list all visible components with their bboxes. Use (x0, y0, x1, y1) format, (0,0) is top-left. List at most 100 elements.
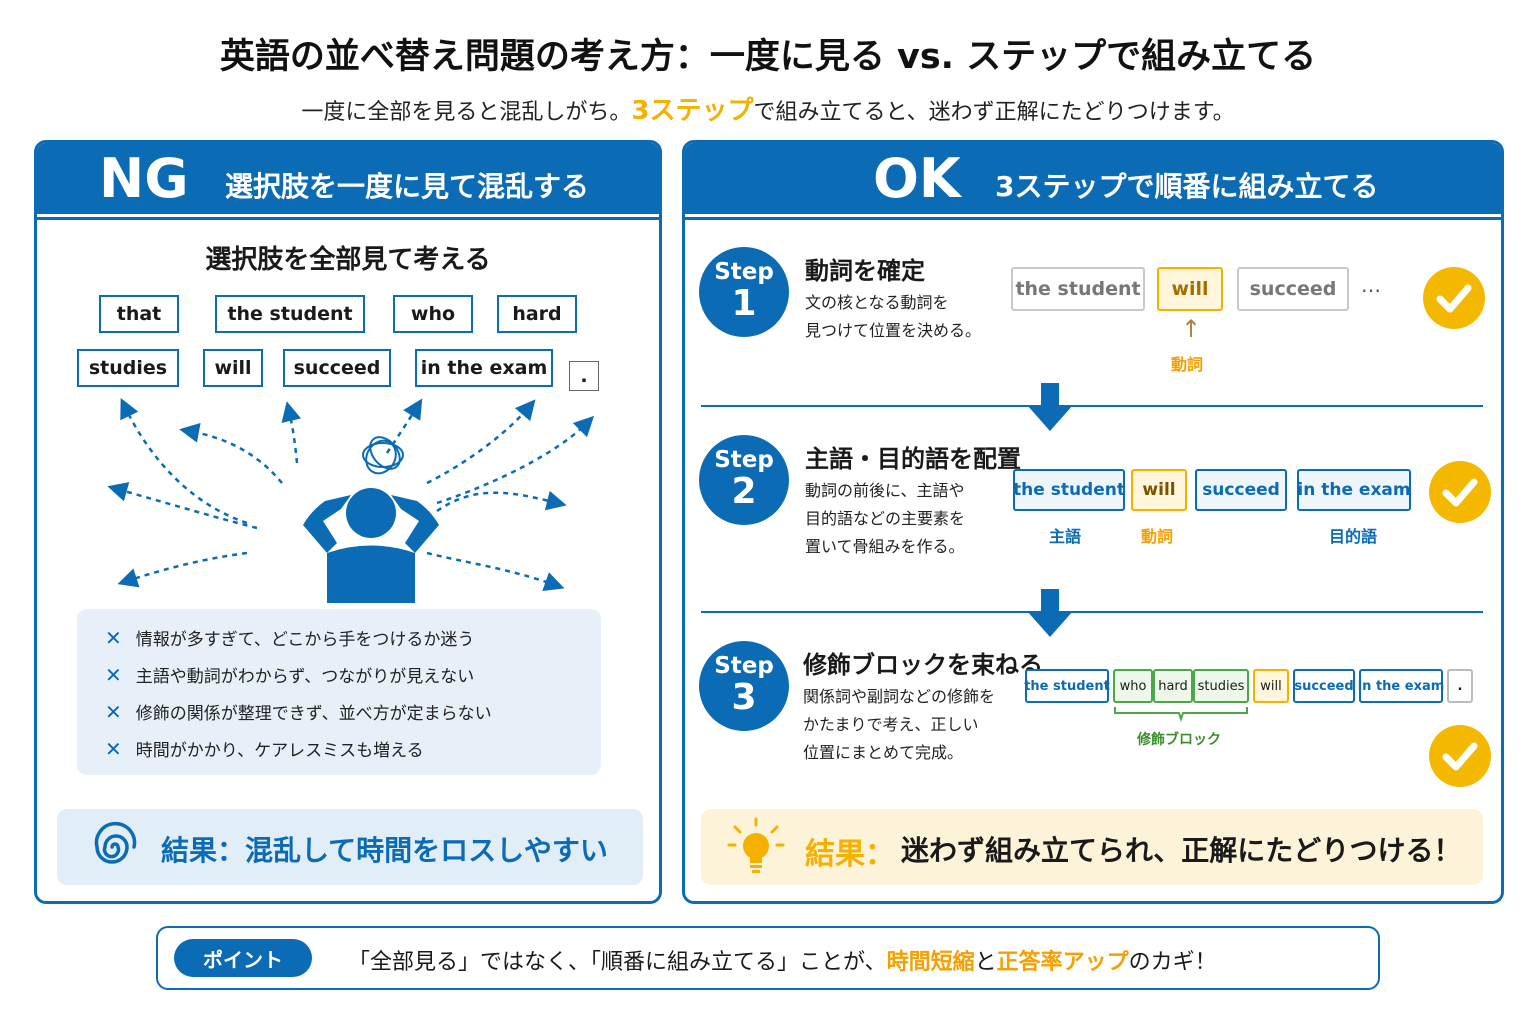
ng-panel: NG 選択肢を一度に見て混乱する 選択肢を全部見て考える that the st… (34, 140, 662, 904)
point-banner: ポイント 「全部見る」ではなく、「順番に組み立てる」ことが、時間短縮と正答率アッ… (156, 926, 1380, 990)
ng-badge: NG (99, 147, 189, 210)
cross-icon: ✕ (105, 700, 122, 724)
point-pill: ポイント (174, 939, 312, 977)
ng-panel-header: NG 選択肢を一度に見て混乱する (37, 143, 659, 217)
ok-result-label: 結果： (805, 837, 895, 872)
step-2-badge: Step 2 (699, 435, 789, 525)
choice-chip: succeed (283, 349, 391, 387)
desc-line: 置いて骨組みを作る。 (805, 537, 965, 556)
step-3-title: 修飾ブロックを束ねる (803, 651, 1043, 679)
check-icon (1423, 267, 1485, 329)
choice-chip: . (569, 361, 599, 391)
modifier-word-card: who (1113, 669, 1153, 703)
subtitle-after: で組み立てると、迷わず正解にたどりつけます。 (753, 100, 1235, 125)
arrow-up-icon: ↑ (1181, 315, 1202, 343)
page-title: 英語の並べ替え問題の考え方：一度に見る vs. ステップで組み立てる (219, 37, 1317, 77)
ng-subheading: 選択肢を全部見て考える (205, 245, 491, 275)
step-1-desc: 文の核となる動詞を 見つけて位置を決める。 (805, 289, 981, 345)
problem-text: 情報が多すぎて、どこから手をつけるか迷う (135, 630, 475, 650)
down-arrow-icon (1027, 589, 1073, 637)
cross-icon: ✕ (105, 626, 122, 650)
subtitle-before: 一度に全部を見ると混乱しがち。 (301, 100, 632, 125)
word-card-subject: the student (1013, 469, 1125, 511)
page-subtitle: 一度に全部を見ると混乱しがち。3ステップで組み立てると、迷わず正解にたどりつけま… (0, 90, 1536, 127)
verb-annotation: 動詞 (1171, 355, 1204, 374)
ok-panel: OK 3ステップで順番に組み立てる Step 1 動詞を確定 文の核となる動詞を… (682, 140, 1504, 904)
ok-result-text: 迷わず組み立てられ、正解にたどりつける！ (901, 834, 1462, 867)
desc-line: 文の核となる動詞を (805, 293, 949, 312)
desc-line: 見つけて位置を決める。 (805, 321, 982, 340)
ellipsis: … (1361, 273, 1381, 297)
cross-icon: ✕ (105, 737, 122, 761)
step-3-desc: 関係詞や副詞などの修飾を かたまりで考え、正しい 位置にまとめて完成。 (803, 683, 995, 767)
word-card: the student (1011, 267, 1145, 311)
word-card: succeed (1293, 669, 1355, 703)
problem-text: 修飾の関係が整理できず、並べ方が定まらない (135, 704, 492, 724)
point-text-part: と (974, 950, 997, 975)
step-label: Step (714, 259, 774, 285)
word-card: succeed (1237, 267, 1349, 311)
choice-chip: hard (497, 295, 577, 333)
word-card-object: succeed (1195, 469, 1287, 511)
word-card: in the exam (1297, 469, 1411, 511)
ok-heading: 3ステップで順番に組み立てる (995, 170, 1379, 203)
desc-line: 位置にまとめて完成。 (803, 743, 964, 762)
choice-chip: in the exam (415, 349, 553, 387)
down-arrow-icon (1027, 383, 1073, 431)
step-label: Step (714, 653, 774, 679)
step-divider (701, 611, 1483, 613)
word-card-period: . (1447, 669, 1473, 703)
point-text: 「全部見る」ではなく、「順番に組み立てる」ことが、時間短縮と正答率アップのカギ！ (348, 944, 1217, 976)
ok-result-banner: 結果： 迷わず組み立てられ、正解にたどりつける！ (701, 809, 1483, 885)
choice-chip: that (99, 295, 179, 333)
step-number: 3 (731, 677, 757, 718)
word-card-verb: will (1253, 669, 1289, 703)
problem-text: 主語や動詞がわからず、つながりが見えない (135, 667, 475, 687)
choice-chip: will (203, 349, 263, 387)
desc-line: 関係詞や副詞などの修飾を (803, 687, 996, 706)
problem-item: ✕ 情報が多すぎて、どこから手をつけるか迷う (105, 625, 474, 650)
confused-person-illustration (107, 397, 595, 603)
check-icon (1429, 461, 1491, 523)
word-card-verb: will (1131, 469, 1187, 511)
modifier-word-card: studies (1193, 669, 1249, 703)
object-label: 目的語 (1329, 527, 1378, 546)
ng-result-banner: 結果：混乱して時間をロスしやすい (57, 809, 643, 885)
modifier-bracket (1114, 707, 1248, 723)
point-text-part: のカギ！ (1128, 950, 1217, 975)
modifier-word-card: hard (1153, 669, 1193, 703)
point-highlight: 時間短縮 (886, 950, 975, 975)
ng-heading: 選択肢を一度に見て混乱する (225, 170, 590, 203)
step-1-badge: Step 1 (699, 247, 789, 337)
problem-item: ✕ 修飾の関係が整理できず、並べ方が定まらない (105, 699, 492, 724)
choice-chip: the student (215, 295, 365, 333)
choice-chip: studies (77, 349, 179, 387)
verb-label: 動詞 (1141, 527, 1174, 546)
ok-badge: OK (873, 147, 961, 210)
ng-result-text: 結果：混乱して時間をロスしやすい (161, 834, 608, 867)
subtitle-highlight: 3ステップ (631, 96, 754, 126)
word-card-verb: will (1157, 267, 1223, 311)
confusion-scribble-icon (362, 436, 404, 475)
spiral-icon (94, 822, 137, 864)
step-divider (701, 405, 1483, 407)
desc-line: 目的語などの主要素を (805, 509, 966, 528)
problem-text: 時間がかかり、ケアレスミスも増える (135, 741, 424, 761)
problem-item: ✕ 時間がかかり、ケアレスミスも増える (105, 736, 424, 761)
subject-label: 主語 (1049, 527, 1082, 546)
check-icon (1429, 725, 1491, 787)
point-highlight: 正答率アップ (996, 950, 1129, 975)
step-2-desc: 動詞の前後に、主語や 目的語などの主要素を 置いて骨組みを作る。 (805, 477, 965, 561)
person-icon (303, 488, 439, 603)
lightbulb-icon (727, 817, 785, 873)
step-2-title: 主語・目的語を配置 (805, 445, 1021, 473)
problem-item: ✕主語や動詞がわからず、つながりが見えない (105, 662, 474, 687)
word-card-subject: the student (1024, 669, 1110, 703)
step-3-badge: Step 3 (699, 641, 789, 731)
step-label: Step (714, 447, 774, 473)
choice-chip: who (393, 295, 473, 333)
step-number: 1 (731, 283, 757, 324)
desc-line: 動詞の前後に、主語や (805, 481, 965, 500)
word-card: in the exam (1358, 669, 1444, 703)
ok-panel-header: OK 3ステップで順番に組み立てる (685, 143, 1501, 217)
